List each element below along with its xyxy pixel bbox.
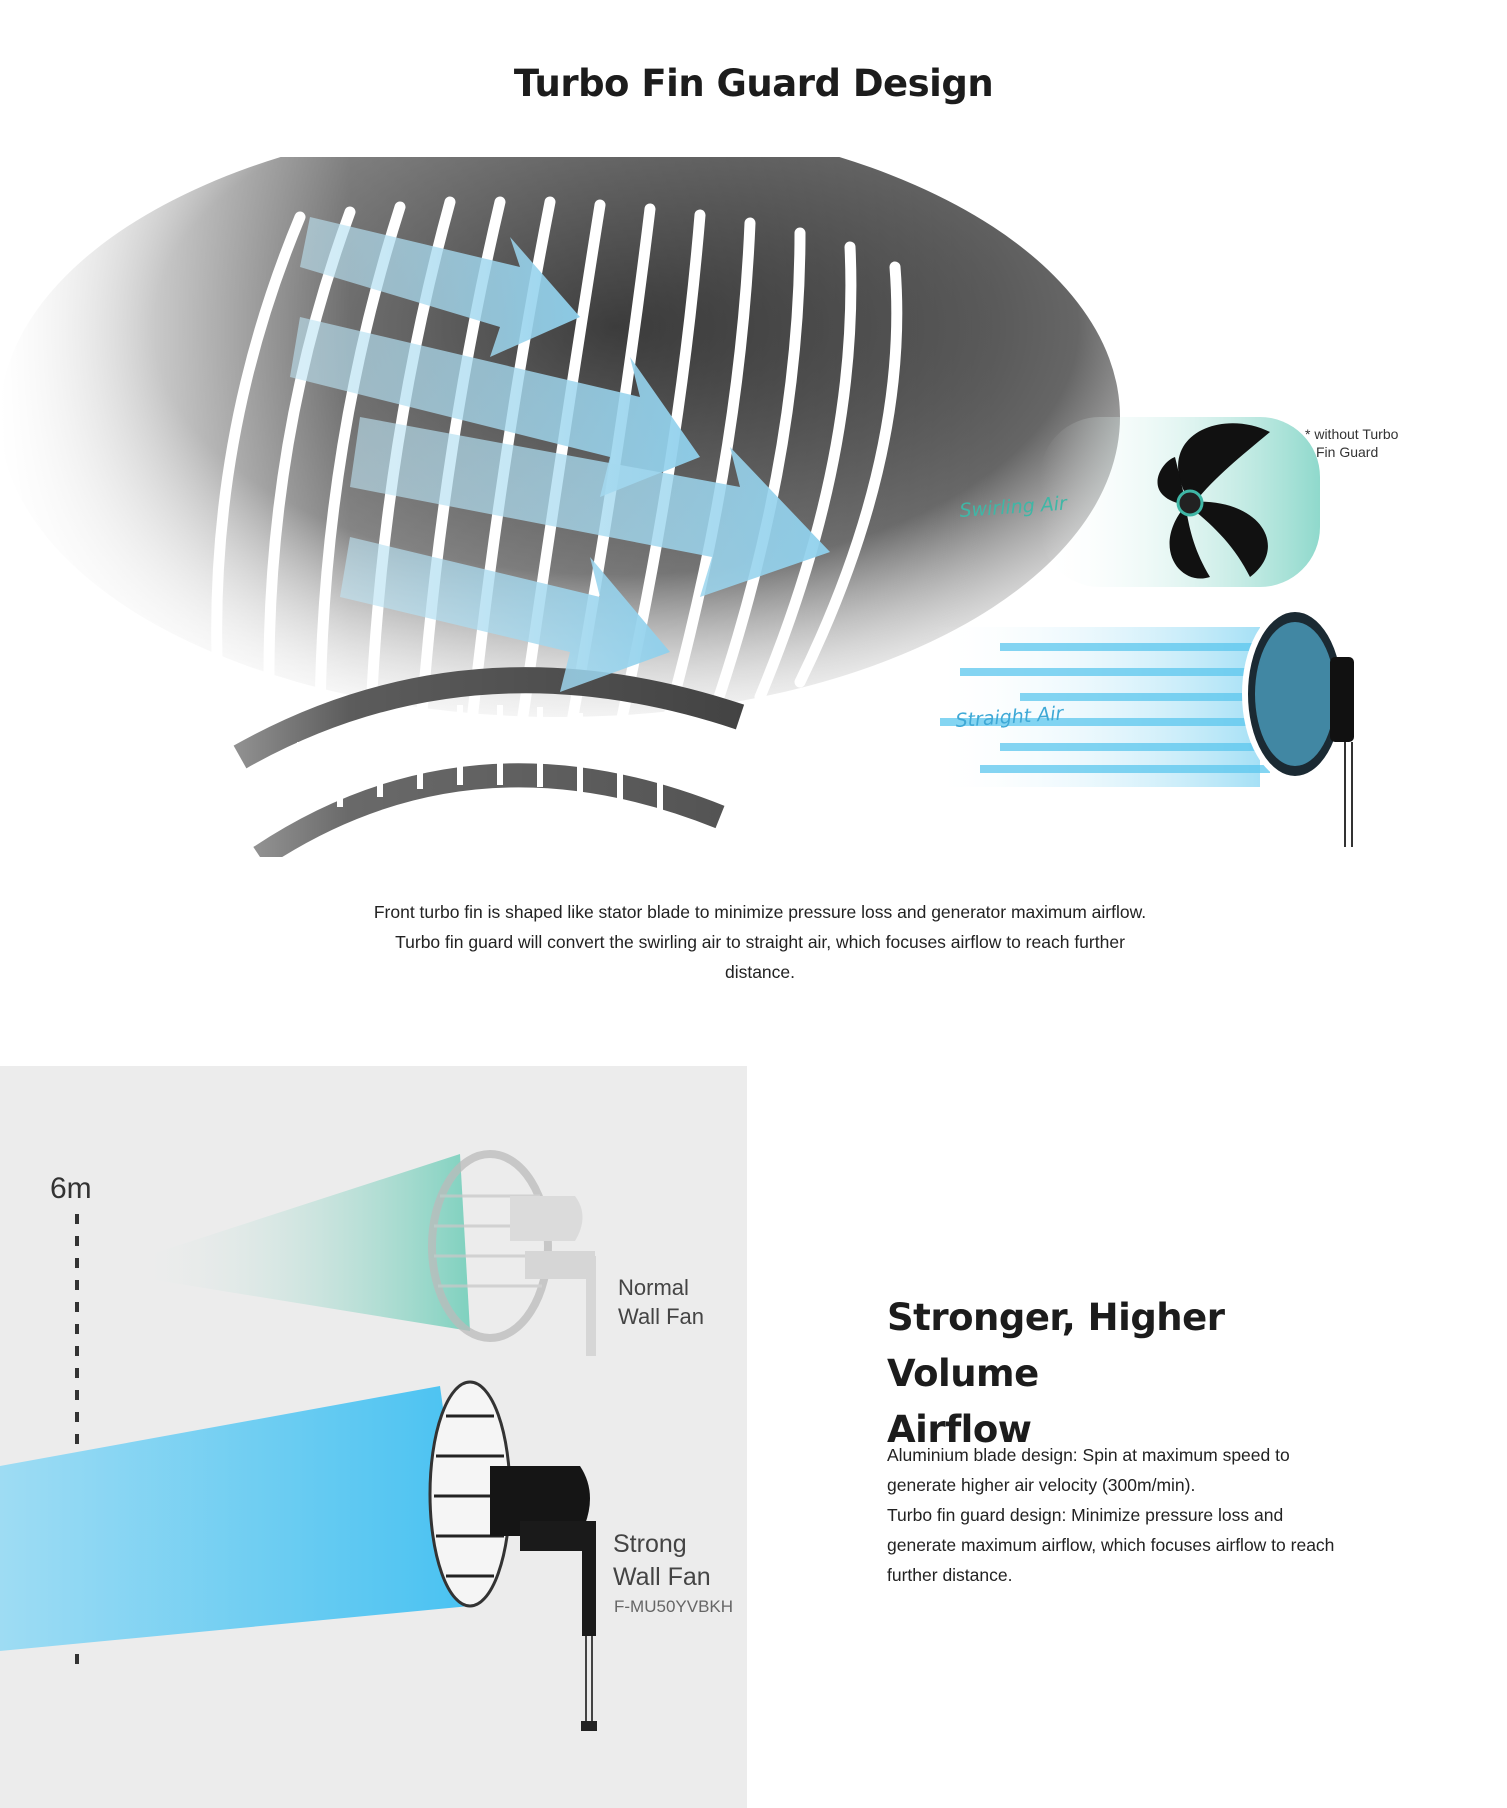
turbo-fin-graphic: Swirling Air * without Turbo Fin Guard	[0, 157, 1399, 857]
normal-fan-label-line1: Normal	[618, 1275, 689, 1300]
airflow-title-line2: Airflow	[887, 1408, 1032, 1451]
strong-fan-label-line2: Wall Fan	[613, 1563, 711, 1591]
turbo-fin-illustration: Swirling Air * without Turbo Fin Guard	[0, 157, 1507, 857]
airflow-paragraph-line: generate higher air velocity (300m/min).	[887, 1475, 1196, 1495]
distance-label: 6m	[50, 1172, 92, 1205]
airflow-comparison-graphic: 6m Normal Wall Fan	[0, 1150, 733, 1731]
fan-model-label: F-MU50YVBKH	[614, 1597, 733, 1616]
description-line: distance.	[724, 962, 796, 982]
normal-fan-label-line2: Wall Fan	[618, 1304, 704, 1329]
straight-air-panel: Straight Air	[930, 606, 1354, 847]
note-line1: * without Turbo	[1305, 426, 1399, 442]
airflow-comparison-panel: 6m Normal Wall Fan	[0, 1066, 747, 1808]
airflow-paragraph-line: further distance.	[887, 1565, 1013, 1585]
airflow-paragraph-line: Turbo fin guard design: Minimize pressur…	[887, 1505, 1284, 1525]
airflow-paragraph-line: generate maximum airflow, which focuses …	[887, 1535, 1335, 1555]
airflow-title-line1: Stronger, Higher Volume	[887, 1296, 1225, 1395]
section-title-turbo-fin: Turbo Fin Guard Design	[513, 62, 994, 105]
airflow-paragraph-line: Aluminium blade design: Spin at maximum …	[887, 1445, 1290, 1465]
description-line: Front turbo fin is shaped like stator bl…	[373, 902, 1147, 922]
strong-fan-label-line1: Strong	[613, 1530, 687, 1558]
normal-wall-fan-icon	[428, 1150, 596, 1356]
fan-blade-icon	[1157, 423, 1270, 579]
note-line2: Fin Guard	[1316, 444, 1378, 460]
strong-wall-fan-icon	[428, 1380, 597, 1731]
airflow-arrows	[290, 217, 830, 692]
strong-fan-airflow	[0, 1386, 470, 1651]
airflow-description: Aluminium blade design: Spin at maximum …	[887, 1440, 1387, 1590]
section-title-airflow: Stronger, Higher Volume Airflow	[887, 1290, 1387, 1458]
swirling-air-panel: Swirling Air * without Turbo Fin Guard	[959, 417, 1399, 587]
normal-fan-airflow	[130, 1154, 470, 1331]
wall-fan-icon	[1242, 606, 1354, 847]
description-line: Turbo fin guard will convert the swirlin…	[395, 932, 1125, 952]
fan-guard-closeup	[0, 157, 1120, 857]
turbo-fin-description: Front turbo fin is shaped like stator bl…	[340, 897, 1180, 987]
